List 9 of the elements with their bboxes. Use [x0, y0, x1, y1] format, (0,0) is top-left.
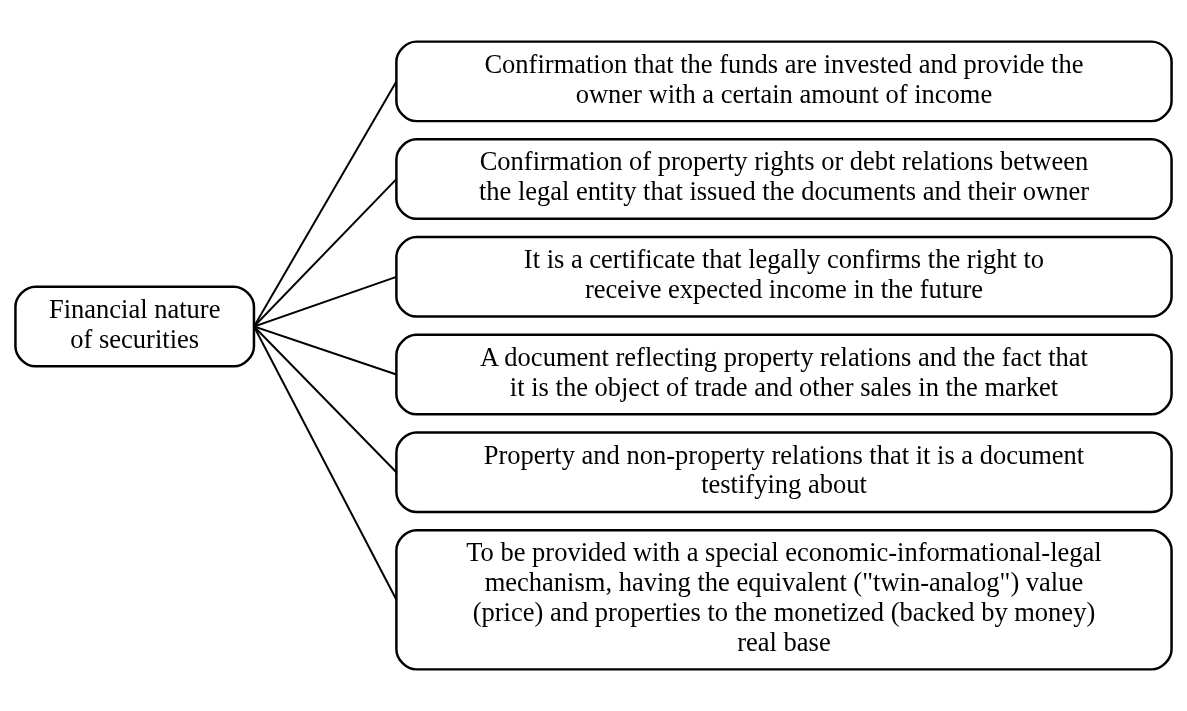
connector [252, 80, 398, 328]
node-box: A document reflecting property relations and the fact that it is the object of trade and other sales in the market [395, 333, 1173, 416]
node-box: Property and non-property relations that it is a document testifying about [395, 431, 1173, 514]
node-box: Confirmation of property rights or debt relations between the legal entity that issued the documents and their owner [395, 138, 1173, 221]
node-box: It is a certificate that legally confirms the right to receive expected income in the future [395, 235, 1173, 318]
node-box: Financial nature of securities [14, 285, 256, 368]
node-box: To be provided with a special economic-informational-legal mechanism, having the equivalent ("twin-analog") value (price) and properties to the monetized (backed by money) real base [395, 529, 1173, 671]
connector [252, 325, 398, 601]
node-box: Confirmation that the funds are invested and provide the owner with a certain amount of income [395, 40, 1173, 123]
